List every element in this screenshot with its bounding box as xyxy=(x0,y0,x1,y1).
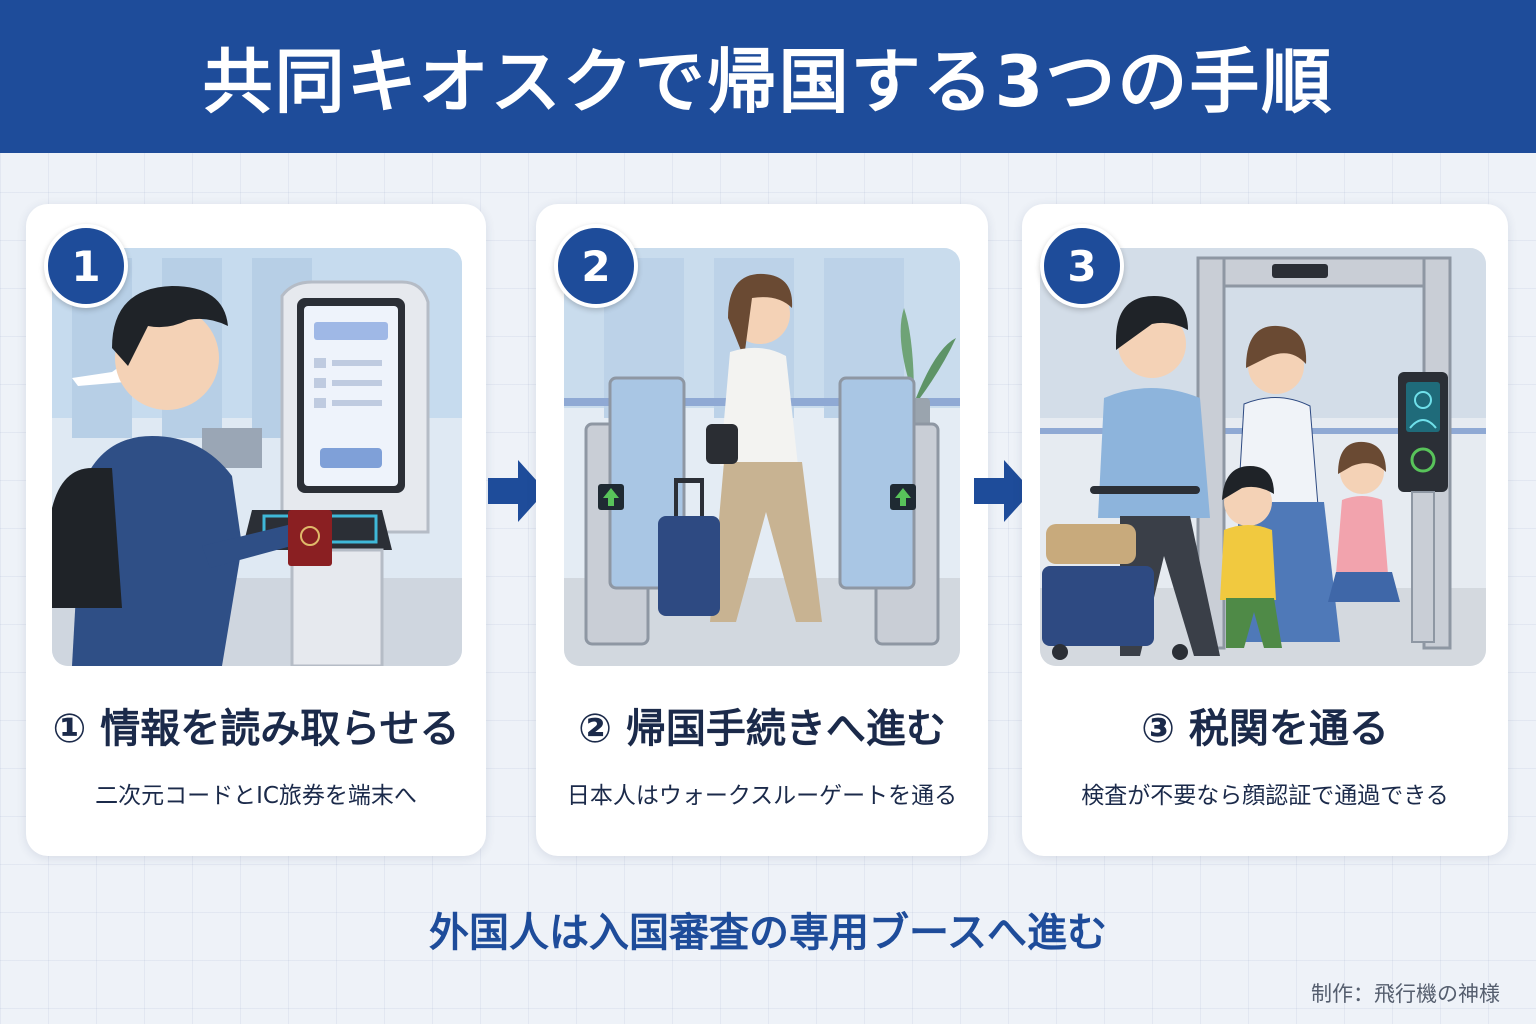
kiosk-scan-illustration xyxy=(52,248,462,666)
step-desc-2: 日本人はウォークスルーゲートを通る xyxy=(566,783,958,809)
page-title: 共同キオスクで帰国する3つの手順 xyxy=(202,41,1334,123)
walkthrough-gate-illustration xyxy=(564,248,960,666)
step-number-badge-3: 3 xyxy=(1040,224,1124,308)
customs-face-recognition-illustration xyxy=(1040,248,1486,666)
arrow-right-icon xyxy=(974,460,1032,522)
title-banner: 共同キオスクで帰国する3つの手順 xyxy=(0,0,1536,153)
step-number-badge-2: 2 xyxy=(554,224,638,308)
arrow-right-icon xyxy=(488,460,546,522)
step-desc-1: 二次元コードとIC旅券を端末へ xyxy=(95,783,417,809)
step-card-2: 2 xyxy=(536,204,988,856)
step-desc-3: 検査が不要なら顔認証で通過できる xyxy=(1081,783,1449,809)
step-title-1: ① 情報を読み取らせる xyxy=(52,706,460,752)
foreigner-note: 外国人は入国審査の専用ブースへ進む xyxy=(429,910,1107,956)
step-number-badge-1: 1 xyxy=(44,224,128,308)
credit-text: 制作：飛行機の神様 xyxy=(1311,982,1500,1006)
step-card-1: 1 xyxy=(26,204,486,856)
step-title-3: ③ 税関を通る xyxy=(1141,706,1389,752)
step-card-3: 3 xyxy=(1022,204,1508,856)
step-title-2: ② 帰国手続きへ進む xyxy=(578,706,946,752)
